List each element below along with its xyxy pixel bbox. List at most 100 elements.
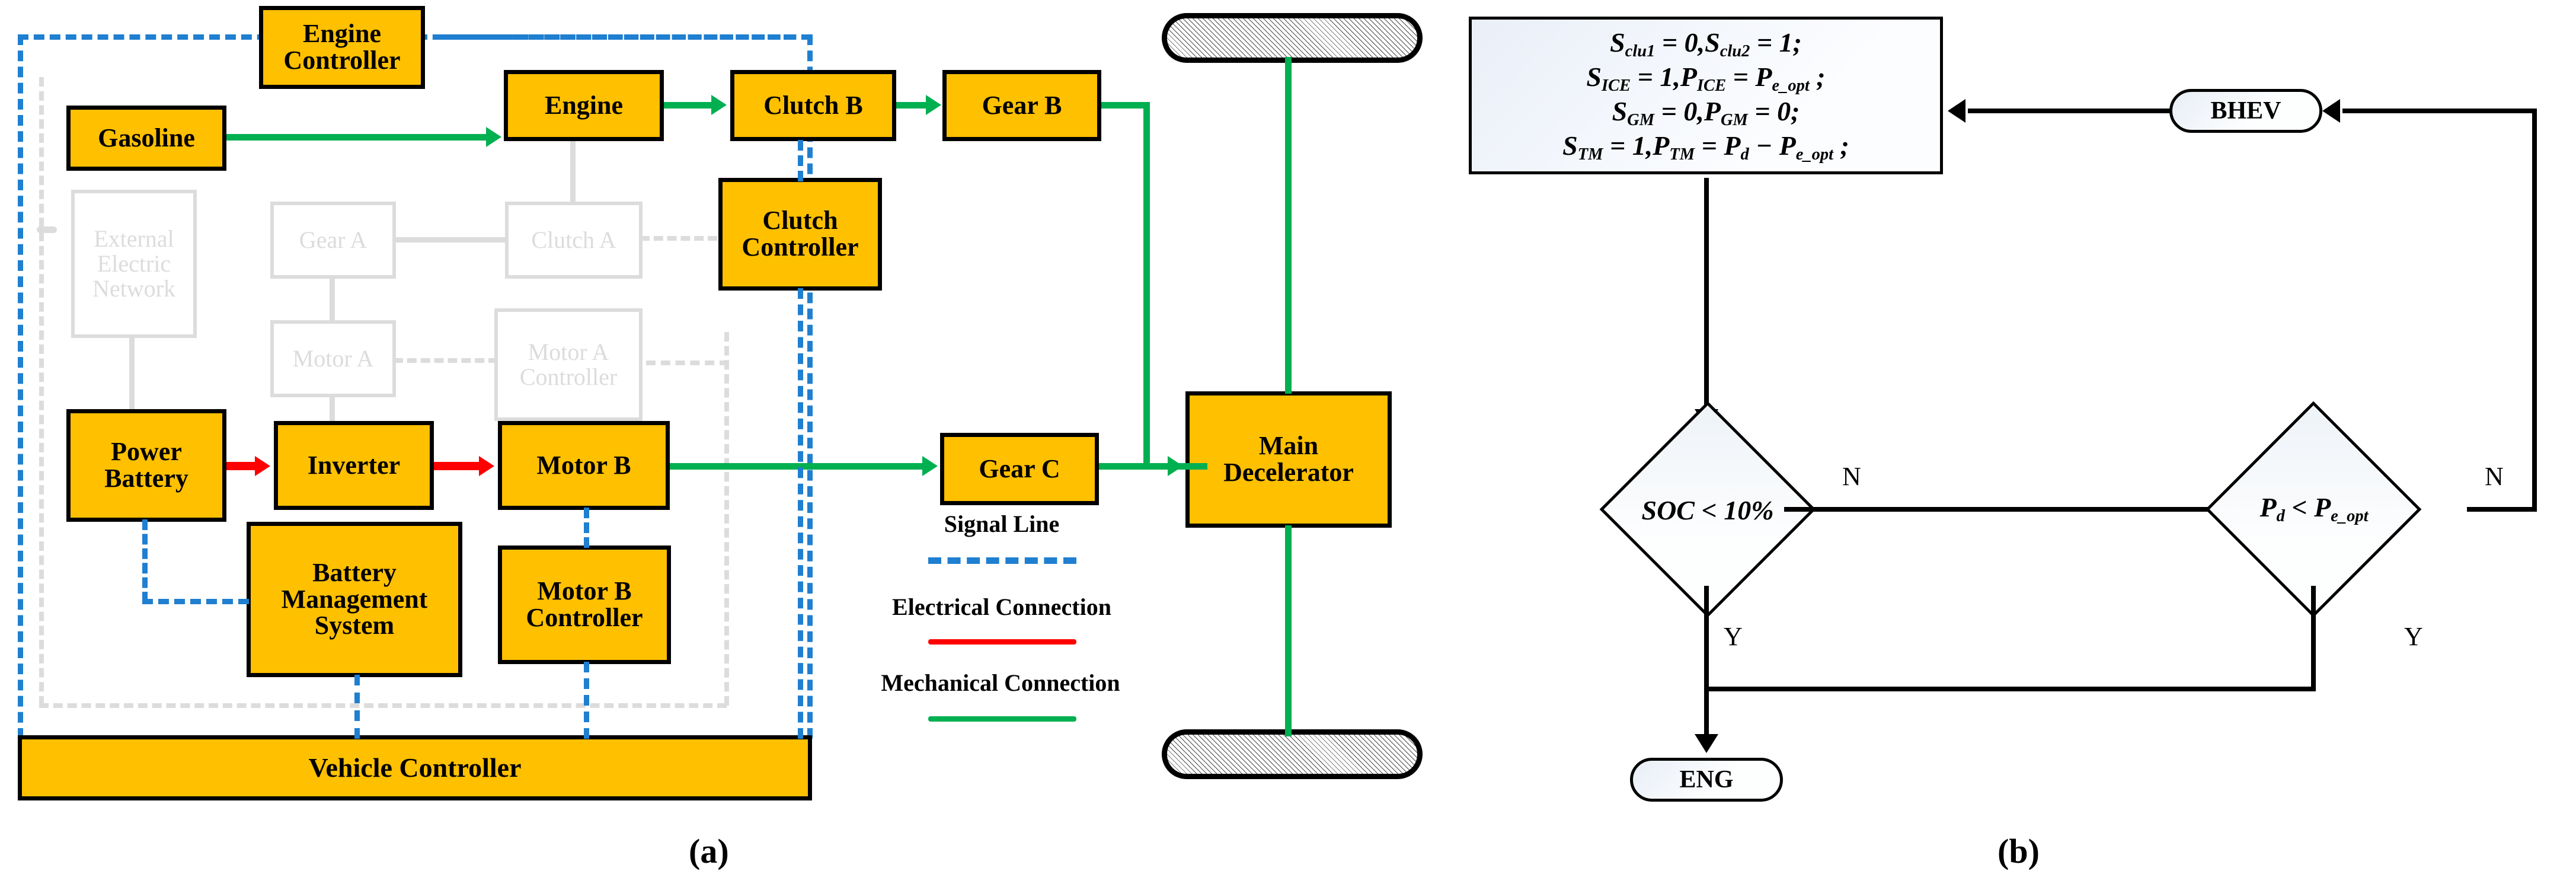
arrow-to-eng <box>1695 734 1718 753</box>
arrow-loop-into-bhev <box>2322 99 2340 123</box>
block-motor-b-controller[interactable]: Motor B Controller <box>498 546 671 664</box>
link-gearc-decel <box>1099 463 1169 470</box>
equation-line-3: SGM = 0,PGM = 0; <box>1612 96 1800 130</box>
power-branch-yes-label: Y <box>2404 621 2423 652</box>
signal-bus-right <box>807 34 813 739</box>
link-soc-yes-down <box>1704 586 1709 741</box>
legend-label-mechanical-connection: Mechanical Connection <box>840 669 1161 697</box>
equation-line-1: Sclu1 = 0,Sclu2 = 1; <box>1610 27 1802 60</box>
block-label: Main Decelerator <box>1223 431 1354 487</box>
link-inverter-motorb <box>434 462 480 470</box>
terminal-label: ENG <box>1679 766 1734 793</box>
arrow-bhev-to-equations <box>1948 99 1965 123</box>
signal-bus-top-right <box>439 34 812 40</box>
block-label: Battery Management System <box>281 557 428 640</box>
soc-branch-yes-label: Y <box>1724 621 1743 652</box>
soc-branch-no-label: N <box>1842 461 1861 492</box>
link-equations-to-soc <box>1704 178 1709 420</box>
link-decel-rear-wheel <box>1285 525 1292 736</box>
block-label: Gear B <box>982 90 1062 120</box>
legend-label-electrical-connection: Electrical Connection <box>848 593 1156 621</box>
panel-label-a: (a) <box>689 831 729 871</box>
link-motorb-gearc <box>670 463 923 470</box>
branch-label-text: Y <box>2404 622 2423 651</box>
block-label: Vehicle Controller <box>308 752 522 783</box>
link-gasoline-engine <box>226 134 487 141</box>
signal-bus-left <box>18 34 23 739</box>
link-power-yes-left <box>1704 687 2316 691</box>
link-engine-clutchb <box>664 102 712 109</box>
block-label: Engine <box>544 90 624 120</box>
arrow-gearc-decel <box>1168 456 1183 476</box>
block-vehicle-controller[interactable]: Vehicle Controller <box>18 735 812 800</box>
inactive-link-geara-motora <box>330 276 335 323</box>
signal-battery-bms <box>142 519 148 602</box>
block-label: Clutch A <box>531 227 616 253</box>
link-gearb-down <box>1143 102 1150 470</box>
flow-decision-soc-label: SOC < 10% <box>1600 493 1815 527</box>
block-motor-b[interactable]: Motor B <box>498 421 670 510</box>
block-external-electric-network: External Electric Network <box>71 190 197 338</box>
block-motor-a: Motor A <box>270 320 396 397</box>
block-label: Clutch B <box>763 90 863 120</box>
block-label: Motor A <box>292 345 374 372</box>
flow-decision-power-label: Pd < Pe_opt <box>2214 492 2414 525</box>
power-branch-no-label: N <box>2485 461 2504 492</box>
block-label: Clutch Controller <box>742 206 859 261</box>
block-clutch-b[interactable]: Clutch B <box>730 70 896 141</box>
legend-text: Mechanical Connection <box>881 669 1120 696</box>
block-gear-a: Gear A <box>270 202 396 279</box>
link-decel-front-wheel <box>1285 57 1292 394</box>
block-label: Gear A <box>299 227 367 253</box>
block-engine-controller[interactable]: Engine Controller <box>259 6 425 89</box>
panel-label-b: (b) <box>1997 831 2040 871</box>
block-battery-management-system[interactable]: Battery Management System <box>247 522 462 677</box>
arrow-engine-clutchb <box>711 95 727 115</box>
legend-swatch-signal-line <box>928 557 1076 564</box>
link-clutchb-gearb <box>896 102 927 109</box>
block-clutch-a: Clutch A <box>505 202 643 279</box>
inactive-link-clutcha-controller <box>640 236 717 241</box>
branch-label-text: Y <box>1724 622 1743 651</box>
terminal-label: BHEV <box>2210 97 2281 125</box>
flow-terminal-bhev[interactable]: BHEV <box>2169 89 2322 133</box>
block-inverter[interactable]: Inverter <box>274 421 434 510</box>
inactive-bus-right <box>724 332 729 706</box>
link-loop-right-vertical <box>2532 109 2537 512</box>
block-engine[interactable]: Engine <box>504 70 664 141</box>
link-battery-inverter <box>226 462 256 470</box>
block-gasoline[interactable]: Gasoline <box>66 106 226 171</box>
block-clutch-controller[interactable]: Clutch Controller <box>718 178 882 291</box>
block-label: Motor B <box>536 450 631 480</box>
signal-motorb-controller-vc <box>584 662 589 739</box>
link-loop-right-bottom <box>2467 507 2537 512</box>
block-label: Inverter <box>307 450 401 480</box>
front-wheel <box>1162 13 1423 63</box>
signal-clutchb-controller-up <box>798 140 803 181</box>
arrow-motorb-gearc <box>922 456 938 476</box>
flow-equation-box: Sclu1 = 0,Sclu2 = 1; SICE = 1,PICE = Pe_… <box>1469 17 1943 175</box>
block-motor-a-controller: Motor A Controller <box>494 308 643 421</box>
arrow-clutchb-gearb <box>926 95 941 115</box>
branch-label-text: N <box>1842 462 1861 491</box>
block-label: Power Battery <box>104 437 188 493</box>
block-gear-b[interactable]: Gear B <box>942 70 1101 141</box>
decision-label-text: Pd < Pe_opt <box>2259 492 2369 525</box>
link-bhev-to-equations <box>1968 109 2171 113</box>
block-label: Gasoline <box>98 123 195 152</box>
inactive-bus-tick-left <box>37 227 57 233</box>
branch-label-text: N <box>2485 462 2504 491</box>
block-label: Motor B Controller <box>526 576 643 632</box>
legend-swatch-mechanical-connection <box>928 716 1076 722</box>
flow-terminal-eng[interactable]: ENG <box>1630 758 1783 802</box>
block-power-battery[interactable]: Power Battery <box>66 409 226 522</box>
inactive-bus-bottom <box>39 703 727 708</box>
block-main-decelerator[interactable]: Main Decelerator <box>1185 391 1392 528</box>
legend-swatch-electrical-connection <box>928 639 1076 645</box>
link-power-yes-down <box>2311 586 2316 691</box>
block-label: External Electric Network <box>92 225 175 302</box>
link-gearb-right <box>1101 102 1150 109</box>
arrow-battery-inverter <box>255 456 270 476</box>
block-gear-c[interactable]: Gear C <box>940 433 1099 505</box>
